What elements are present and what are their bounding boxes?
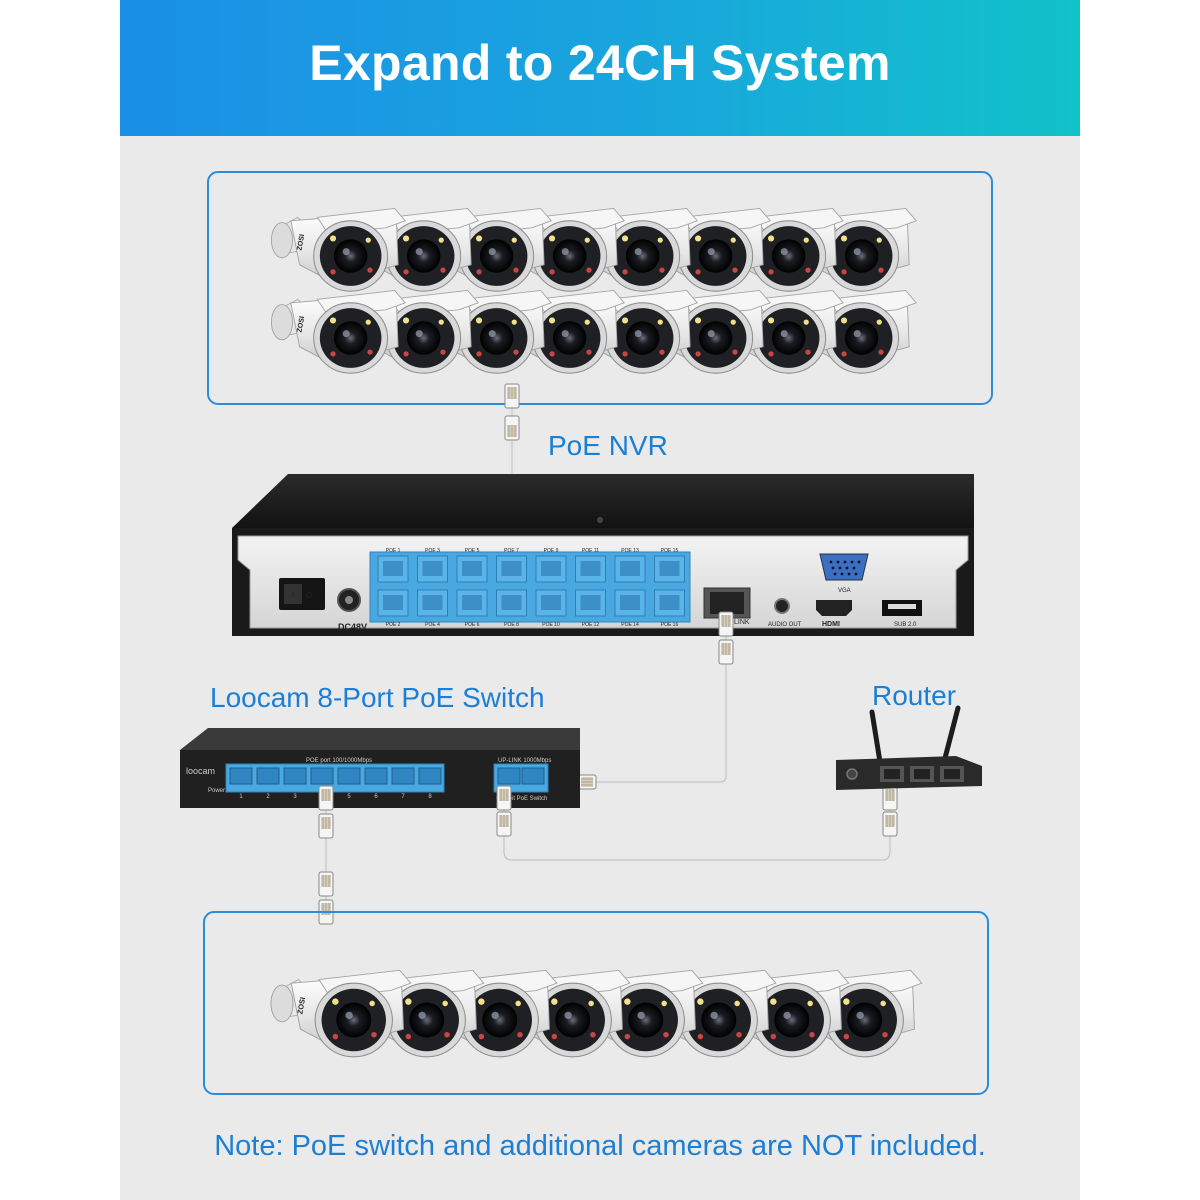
switch-poe-port (310, 767, 334, 785)
nvr-poe-bottom-label: POE 10 (542, 622, 560, 628)
poe-switch: 12345678 loocam POE port 100/1000Mbps UP… (180, 728, 580, 808)
switch-label: Loocam 8-Port PoE Switch (210, 682, 545, 713)
switch-uplink-port (497, 767, 521, 785)
poe-nvr: I O POE 1 POE 2 POE 3 POE 4 POE 5 POE 6 POE 7 P… (232, 474, 974, 636)
nvr-poe-top-label: POE 3 (425, 548, 440, 554)
switch-poe-port (418, 767, 442, 785)
nvr-poe-top-label: POE 5 (465, 548, 480, 554)
switch-gigabit-label: Gigabit PoE Switch (496, 796, 547, 802)
switch-port-number: 3 (293, 794, 297, 800)
bottom-camera-group-frame (203, 911, 989, 1095)
dc-label: DC48V (338, 622, 367, 632)
lan-label: LINK (734, 619, 750, 626)
switch-poe-port (364, 767, 388, 785)
hdmi-port (816, 600, 852, 616)
nvr-poe-top-label: POE 13 (621, 548, 639, 554)
nvr-poe-top-label: POE 11 (582, 548, 599, 554)
nvr-poe-bottom-label: POE 4 (425, 622, 440, 628)
nvr-poe-top-label: POE 7 (504, 548, 519, 554)
switch-poe-port (229, 767, 253, 785)
nvr-poe-top-label: POE 1 (386, 548, 401, 554)
switch-brand: loocam (186, 766, 215, 776)
switch-router-cable (496, 785, 898, 863)
nvr-label: PoE NVR (548, 430, 668, 461)
hdmi-label: HDMI (822, 621, 840, 628)
usb-label: SUB 2.0 (894, 622, 917, 628)
page-title: Expand to 24CH System (309, 35, 891, 91)
switch-port-number: 6 (374, 794, 378, 800)
top-camera-row-1 (270, 207, 917, 292)
top-camera-group-frame (207, 171, 993, 405)
switch-port-number: 2 (266, 794, 270, 800)
switch-poe-port (391, 767, 415, 785)
top-row2-camera-1 (270, 289, 406, 374)
audio-out-jack (774, 598, 790, 614)
vga-port (819, 553, 869, 581)
router-label: Router (872, 680, 957, 711)
nvr-poe-top-label: POE 15 (661, 548, 679, 554)
switch-poe-port (337, 767, 361, 785)
disclaimer-note: Note: PoE switch and additional cameras … (214, 1130, 986, 1162)
switch-poe-port (256, 767, 280, 785)
nvr-poe-bottom-label: POE 6 (465, 622, 480, 628)
router (836, 705, 982, 790)
bottom-row-camera-1 (270, 969, 412, 1058)
bottom-camera-row (270, 969, 923, 1058)
svg-text:I: I (292, 591, 294, 600)
nvr-poe-bottom-label: POE 2 (386, 622, 401, 628)
switch-camera-cable (318, 785, 334, 925)
nvr-poe-bottom-label: POE 8 (504, 622, 519, 628)
switch-port-number: 1 (239, 794, 243, 800)
switch-port-number: 5 (347, 794, 351, 800)
top-camera-row-2 (270, 289, 917, 374)
audio-label: AUDIO OUT (768, 622, 802, 628)
switch-poe-label: POE port 100/1000Mbps (306, 758, 372, 764)
vga-label: VGA (838, 588, 851, 594)
nvr-poe-bottom-label: POE 12 (582, 622, 600, 628)
switch-port-number: 7 (401, 794, 405, 800)
switch-uplink-port (521, 767, 545, 785)
top-row1-camera-1 (270, 207, 406, 292)
nvr-switch-cable (559, 611, 734, 790)
svg-text:O: O (306, 591, 312, 600)
nvr-poe-bottom-label: POE 14 (621, 622, 639, 628)
header-banner: Expand to 24CH System (120, 0, 1080, 136)
switch-port-number: 8 (428, 794, 432, 800)
switch-uplink-label: UP-LINK 1000Mbps (498, 758, 551, 764)
nvr-poe-top-label: POE 9 (544, 548, 559, 554)
switch-power-label: Power (208, 788, 225, 794)
nvr-poe-bottom-label: POE 16 (661, 622, 679, 628)
switch-poe-port (283, 767, 307, 785)
